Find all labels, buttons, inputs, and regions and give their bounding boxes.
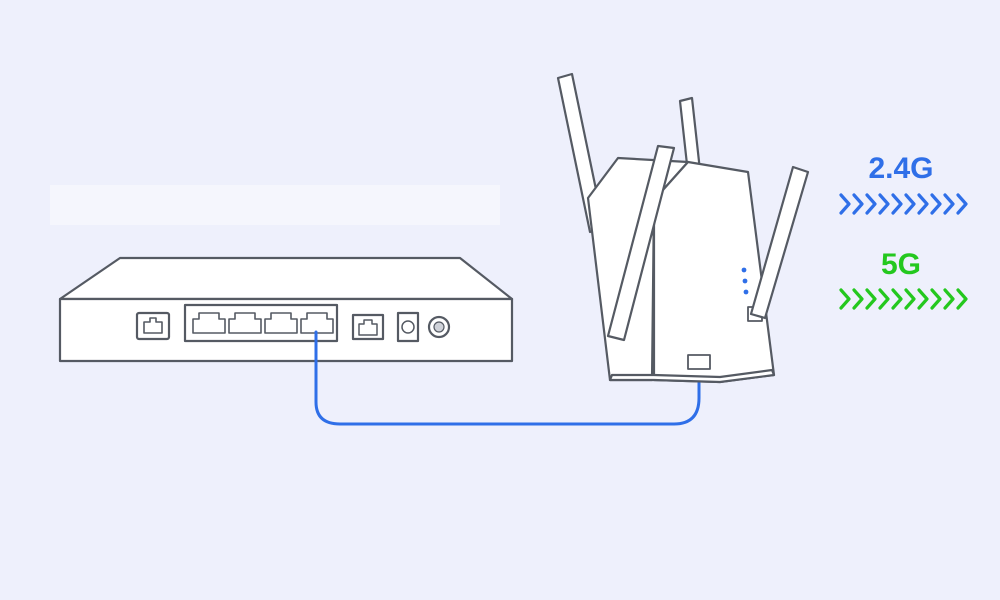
chevron-right-icon [930,288,942,310]
chevron-right-icon [917,288,929,310]
chevron-right-icon [904,193,916,215]
band-label-5g: 5G [881,248,921,281]
phone-port-icon [135,311,171,341]
chevron-right-icon [865,193,877,215]
chevron-right-icon [917,193,929,215]
chevron-right-icon [878,193,890,215]
extender-front-panel [652,160,776,384]
chevron-right-icon [956,288,968,310]
power-button-icon [427,315,451,339]
signal-chevrons-5g [839,288,968,310]
chevron-right-icon [943,288,955,310]
antenna-front-right [749,165,810,320]
chevron-right-icon [943,193,955,215]
chevron-right-icon [904,288,916,310]
router-top-face [58,256,514,301]
chevron-right-icon [839,288,851,310]
ethernet-cable [314,330,701,426]
wan-port-icon [351,313,385,341]
signal-chevrons-24g [839,193,968,215]
band-5ghz: 5G [839,248,968,310]
antenna-front-left [606,144,676,342]
status-led-icons [741,267,749,295]
band-24ghz: 2.4G [839,152,968,215]
chevron-right-icon [865,288,877,310]
chevron-right-icon [930,193,942,215]
lan-ports-icon [183,303,339,343]
chevron-right-icon [839,193,851,215]
extender-bottom-face [608,368,776,384]
chevron-right-icon [852,193,864,215]
range-extender-icon [556,72,810,384]
chevron-right-icon [956,193,968,215]
chevron-right-icon [878,288,890,310]
band-label-24g: 2.4G [868,152,933,185]
faded-background-band [50,185,500,225]
extender-lan-port-icon [687,354,711,370]
router-icon [58,256,514,363]
chevron-right-icon [891,288,903,310]
chevron-right-icon [852,288,864,310]
power-port-icon [396,311,420,343]
chevron-right-icon [891,193,903,215]
